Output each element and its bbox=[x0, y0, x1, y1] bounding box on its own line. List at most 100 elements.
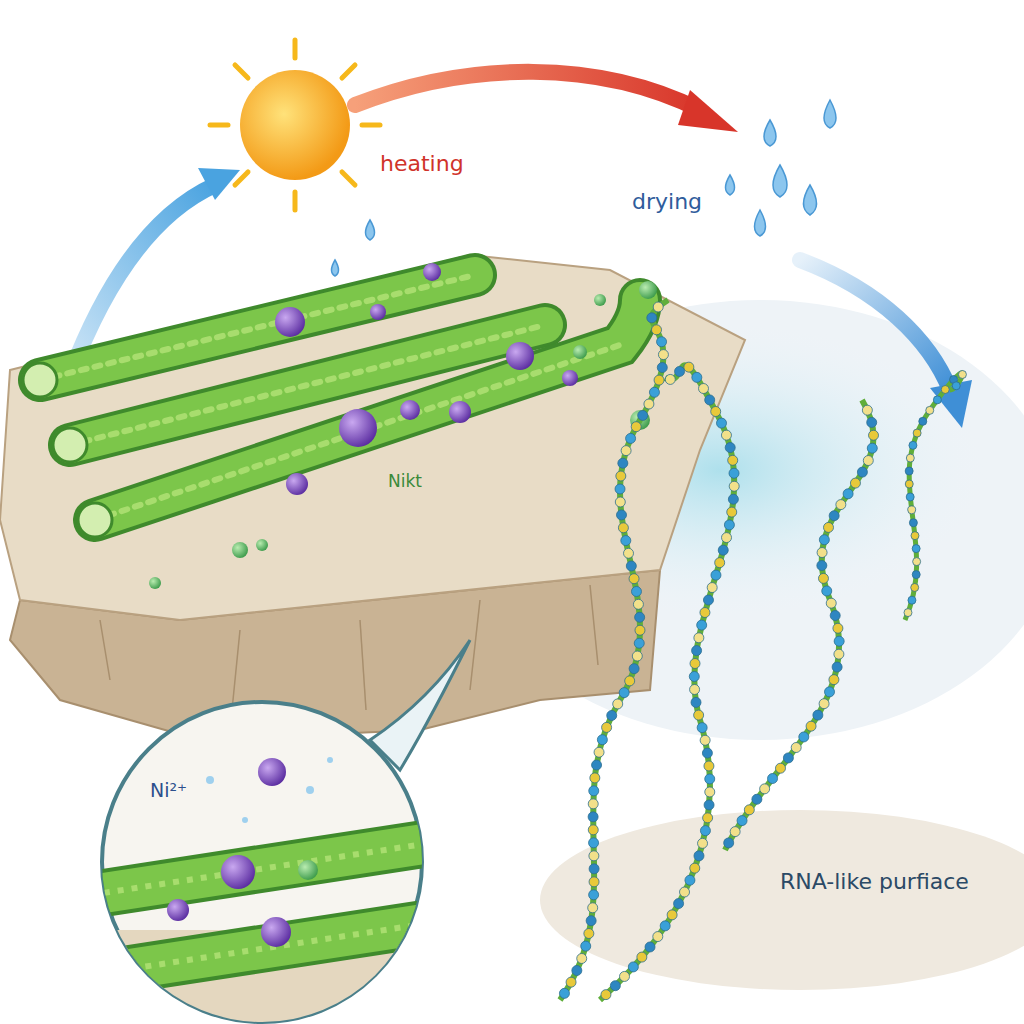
nucleotide-bead bbox=[718, 545, 728, 555]
nucleotide-bead bbox=[760, 784, 770, 794]
rock-slab bbox=[0, 255, 745, 620]
nucleotide-bead bbox=[822, 586, 832, 596]
nucleotide-bead bbox=[689, 671, 699, 681]
nucleotide-bead bbox=[744, 805, 754, 815]
nucleotide-bead bbox=[589, 864, 599, 874]
nucleotide-bead bbox=[698, 838, 708, 848]
nucleotide-bead bbox=[729, 481, 739, 491]
nucleotide-bead bbox=[692, 646, 702, 656]
nucleotide-bead bbox=[559, 988, 569, 998]
nucleotide-bead bbox=[621, 536, 631, 546]
nucleotide-bead bbox=[818, 573, 828, 583]
nucleotide-bead bbox=[615, 497, 625, 507]
nucleotide-bead bbox=[697, 620, 707, 630]
nucleotide-bead bbox=[952, 382, 960, 390]
nucleotide-bead bbox=[703, 595, 713, 605]
ion-label: Nikt bbox=[388, 472, 422, 491]
nucleotide-bead bbox=[702, 748, 712, 758]
nucleotide-bead bbox=[589, 786, 599, 796]
nucleotide-bead bbox=[728, 455, 738, 465]
nucleotide-bead bbox=[680, 887, 690, 897]
nucleotide-bead bbox=[649, 387, 659, 397]
nucleotide-beads bbox=[559, 302, 966, 1000]
nucleotide-bead bbox=[590, 773, 600, 783]
nickel-ions bbox=[275, 263, 578, 495]
nucleotide-bead bbox=[919, 417, 927, 425]
nucleotide-bead bbox=[613, 699, 623, 709]
nucleotide-bead bbox=[911, 532, 919, 540]
molecules bbox=[149, 294, 650, 589]
nucleotide-bead bbox=[694, 633, 704, 643]
nucleotide-bead bbox=[684, 362, 694, 372]
surface-label: RNA-like purfiace bbox=[780, 870, 969, 894]
nucleotide-bead bbox=[775, 763, 785, 773]
nucleotide-bead bbox=[628, 962, 638, 972]
nucleotide-bead bbox=[647, 313, 657, 323]
nucleotide-bead bbox=[601, 990, 611, 1000]
nucleotide-bead bbox=[799, 732, 809, 742]
nucleotide-bead bbox=[783, 753, 793, 763]
nucleotide-bead bbox=[586, 916, 596, 926]
nucleotide-bead bbox=[620, 971, 630, 981]
nucleotide-bead bbox=[913, 429, 921, 437]
nucleotide-bead bbox=[843, 489, 853, 499]
nucleotide-bead bbox=[624, 548, 634, 558]
nucleotide-bead bbox=[589, 890, 599, 900]
nucleotide-bead bbox=[813, 710, 823, 720]
nucleotide-bead bbox=[691, 697, 701, 707]
nucleotide-bead bbox=[857, 467, 867, 477]
nucleotide-bead bbox=[653, 302, 663, 312]
nucleotide-bead bbox=[752, 794, 762, 804]
nucleotide-bead bbox=[836, 500, 846, 510]
nucleotide-bead bbox=[638, 410, 648, 420]
nucleotide-bead bbox=[584, 928, 594, 938]
nucleotide-bead bbox=[700, 735, 710, 745]
nucleotide-bead bbox=[724, 838, 734, 848]
nucleotide-bead bbox=[618, 458, 628, 468]
sand-ground bbox=[540, 810, 1024, 990]
nucleotide-bead bbox=[694, 710, 704, 720]
nucleotide-bead bbox=[819, 699, 829, 709]
nucleotide-bead bbox=[675, 366, 685, 376]
nucleotide-bead bbox=[637, 952, 647, 962]
nucleotide-bead bbox=[566, 977, 576, 987]
nucleotide-bead bbox=[633, 599, 643, 609]
nucleotide-bead bbox=[616, 471, 626, 481]
nucleotide-bead bbox=[711, 570, 721, 580]
nucleotide-bead bbox=[724, 520, 734, 530]
rna-strands bbox=[560, 300, 963, 1000]
nucleotide-bead bbox=[654, 375, 664, 385]
nucleotide-bead bbox=[715, 558, 725, 568]
nucleotide-bead bbox=[634, 638, 644, 648]
nucleotide-bead bbox=[717, 418, 727, 428]
nucleotide-bead bbox=[631, 422, 641, 432]
nucleotide-bead bbox=[834, 636, 844, 646]
nucleotide-bead bbox=[621, 446, 631, 456]
nucleotide-bead bbox=[705, 787, 715, 797]
nucleotide-bead bbox=[602, 722, 612, 732]
nucleotide-bead bbox=[909, 441, 917, 449]
nucleotide-bead bbox=[694, 851, 704, 861]
nucleotide-bead bbox=[904, 609, 912, 617]
nucleotide-bead bbox=[631, 586, 641, 596]
nucleotide-bead bbox=[644, 399, 654, 409]
nucleotide-bead bbox=[625, 676, 635, 686]
nucleotide-bead bbox=[867, 417, 877, 427]
nucleotide-bead bbox=[615, 484, 625, 494]
nucleotide-bead bbox=[674, 899, 684, 909]
nucleotide-bead bbox=[700, 608, 710, 618]
arrow-head bbox=[930, 380, 972, 428]
nucleotide-bead bbox=[652, 325, 662, 335]
cycle-arrow bbox=[355, 72, 700, 110]
heating-label: heating bbox=[380, 152, 464, 176]
nucleotide-bead bbox=[862, 405, 872, 415]
nucleotide-bead bbox=[705, 395, 715, 405]
nucleotide-bead bbox=[690, 863, 700, 873]
nucleotide-bead bbox=[692, 372, 702, 382]
nucleotide-bead bbox=[619, 688, 629, 698]
nucleotide-bead bbox=[850, 478, 860, 488]
nucleotide-bead bbox=[658, 350, 668, 360]
nucleotide-bead bbox=[665, 374, 675, 384]
nucleotide-bead bbox=[737, 816, 747, 826]
